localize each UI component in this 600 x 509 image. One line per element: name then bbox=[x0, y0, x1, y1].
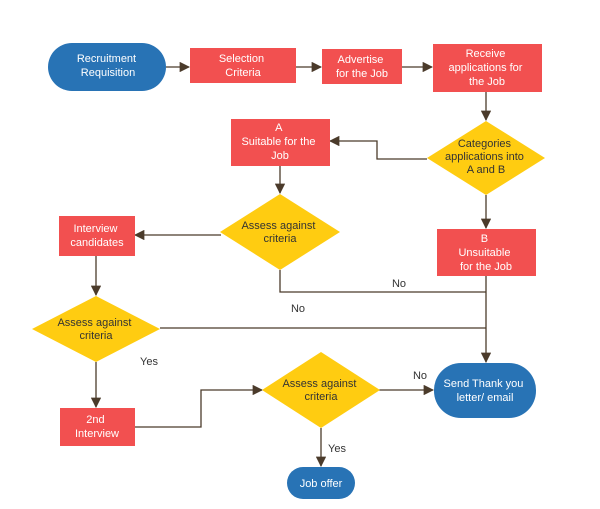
process-shape bbox=[433, 44, 542, 92]
node-unsuitable-b[interactable]: B Unsuitable for the Job bbox=[437, 229, 536, 276]
connectors bbox=[90, 61, 492, 468]
node-label: Interview candidates bbox=[70, 223, 124, 249]
node-label: A Suitable for the Job bbox=[241, 122, 318, 162]
node-label: Send Thank you letter/ email bbox=[444, 378, 527, 404]
node-label: Advertise for the Job bbox=[336, 54, 388, 80]
node-categorise-applications[interactable]: Categories applications into A and B bbox=[427, 121, 545, 195]
process-shape bbox=[190, 48, 296, 83]
node-label: 2nd Interview bbox=[75, 414, 119, 440]
node-advertise-job[interactable]: Advertise for the Job bbox=[322, 49, 402, 84]
terminator-shape bbox=[48, 43, 166, 91]
process-shape bbox=[437, 229, 536, 276]
edge-second-interview-to-assess3 bbox=[135, 384, 264, 428]
terminator-shape bbox=[287, 467, 355, 499]
node-selection-criteria[interactable]: Selection Criteria bbox=[190, 48, 296, 83]
node-label: Selection Criteria bbox=[219, 53, 267, 79]
edge-label-no: No bbox=[392, 278, 406, 290]
decision-shape bbox=[220, 194, 340, 270]
node-send-thank-you[interactable]: Send Thank you letter/ email bbox=[434, 363, 536, 418]
node-label: Assess against criteria bbox=[241, 220, 318, 245]
node-assess-2[interactable]: Assess against criteria bbox=[32, 296, 160, 362]
node-second-interview[interactable]: 2nd Interview bbox=[60, 408, 135, 446]
process-shape bbox=[60, 408, 135, 446]
edge-labels: No No Yes No Yes bbox=[140, 278, 427, 455]
edge-label-no: No bbox=[413, 370, 427, 382]
terminator-shape bbox=[434, 363, 536, 418]
node-assess-3[interactable]: Assess against criteria bbox=[262, 352, 380, 428]
node-label: Recruitment Requisition bbox=[77, 53, 139, 79]
edge-assess1-no-to-thankyou bbox=[279, 270, 486, 293]
node-label: Assess against criteria bbox=[282, 378, 359, 403]
edge-label-yes: Yes bbox=[328, 443, 346, 455]
edge-label-yes: Yes bbox=[140, 356, 158, 368]
node-receive-applications[interactable]: Receive applications for the Job bbox=[433, 44, 542, 92]
process-shape bbox=[59, 216, 135, 256]
edge-label-no: No bbox=[291, 303, 305, 315]
process-shape bbox=[231, 119, 330, 166]
node-job-offer[interactable]: Job offer bbox=[287, 467, 355, 499]
node-assess-1[interactable]: Assess against criteria bbox=[220, 194, 340, 270]
node-label: Categories applications into A and B bbox=[445, 138, 527, 176]
edge-categorise-to-suitable bbox=[328, 135, 427, 160]
decision-shape bbox=[262, 352, 380, 428]
decision-shape bbox=[32, 296, 160, 362]
process-shape bbox=[322, 49, 402, 84]
node-recruitment-requisition[interactable]: Recruitment Requisition bbox=[48, 43, 166, 91]
node-label: Receive applications for the Job bbox=[448, 48, 525, 88]
node-label: B Unsuitable for the Job bbox=[458, 233, 513, 273]
node-label: Job offer bbox=[300, 478, 343, 490]
decision-shape bbox=[427, 121, 545, 195]
node-interview-candidates[interactable]: Interview candidates bbox=[59, 216, 135, 256]
node-suitable-a[interactable]: A Suitable for the Job bbox=[231, 119, 330, 166]
node-label: Assess against criteria bbox=[57, 317, 134, 342]
nodes: Recruitment Requisition Selection Criter… bbox=[32, 43, 545, 499]
